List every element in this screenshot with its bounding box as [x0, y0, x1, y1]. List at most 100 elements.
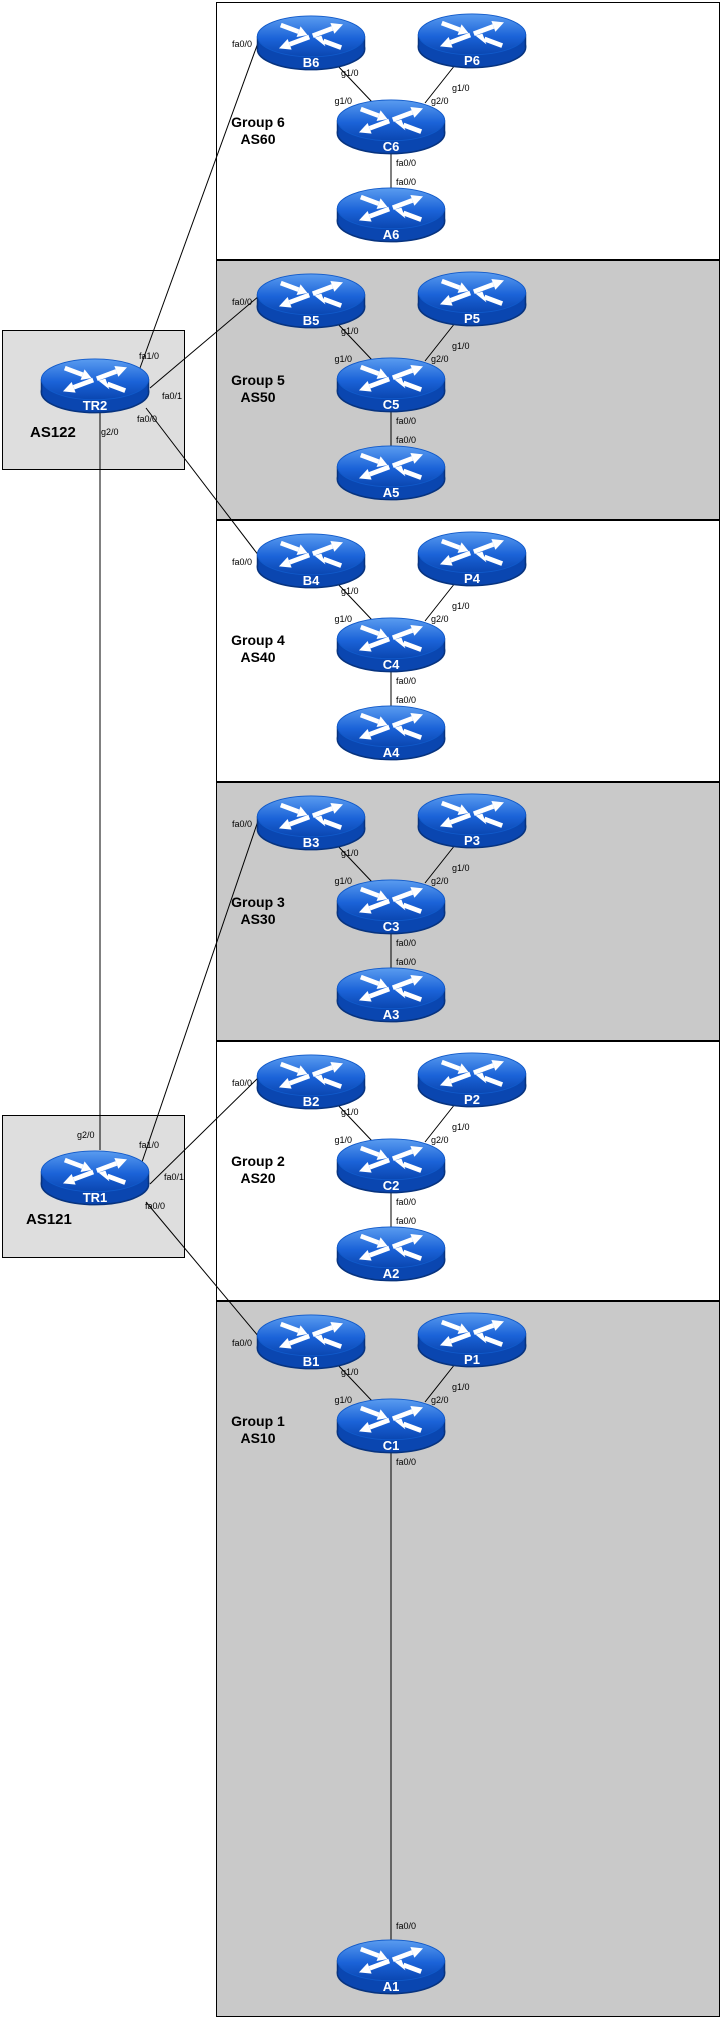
iface-label-c-to-p: g2/0	[431, 96, 449, 106]
iface-label-c-lan: fa0/0	[396, 676, 417, 686]
iface-label-a-uplink: fa0/0	[396, 435, 417, 445]
iface-label-c-lan: fa0/0	[396, 1457, 417, 1467]
router-c5: C5	[334, 356, 448, 414]
iface-label-b-uplink: g1/0	[341, 326, 359, 336]
group-4-label: Group 4 AS40	[210, 632, 306, 666]
router-b6: B6	[254, 14, 368, 72]
iface-label-b-uplink: g1/0	[341, 68, 359, 78]
iface-label-c-to-p: g2/0	[431, 1135, 449, 1145]
router-a2: A2	[334, 1225, 448, 1283]
iface-label-c-lan: fa0/0	[396, 1197, 417, 1207]
iface-label-c-to-p: g2/0	[431, 1395, 449, 1405]
iface-label-b-lan: fa0/0	[231, 1338, 252, 1348]
router-label: B4	[302, 573, 320, 588]
group-name: Group 1	[231, 1413, 285, 1429]
as122-label: AS122	[30, 424, 76, 441]
iface-label-a-uplink: fa0/0	[396, 177, 417, 187]
router-p2: P2	[415, 1051, 529, 1109]
router-b1: B1	[254, 1313, 368, 1371]
router-p4: P4	[415, 530, 529, 588]
router-b3: B3	[254, 794, 368, 852]
iface-label-c-to-p: g2/0	[431, 614, 449, 624]
router-b5: B5	[254, 272, 368, 330]
iface-label-c-to-b: g1/0	[334, 614, 352, 624]
iface-label-b-uplink: g1/0	[341, 848, 359, 858]
router-label: B2	[302, 1094, 320, 1109]
group-name: Group 5	[231, 372, 285, 388]
group-asn: AS50	[240, 389, 276, 405]
group-1-label: Group 1 AS10	[210, 1413, 306, 1447]
iface-label-c-lan: fa0/0	[396, 416, 417, 426]
router-b4: B4	[254, 532, 368, 590]
router-label: C3	[382, 919, 400, 934]
iface-label-c-to-b: g1/0	[334, 1135, 352, 1145]
router-tr1: TR1	[38, 1149, 152, 1207]
iface-label-a-uplink: fa0/0	[396, 695, 417, 705]
group-asn: AS60	[240, 131, 276, 147]
iface-label-c-to-b: g1/0	[334, 876, 352, 886]
group-asn: AS40	[240, 649, 276, 665]
iface-label-tr2-fa0-0: fa0/0	[137, 414, 158, 424]
router-label: P1	[464, 1352, 480, 1367]
group-name: Group 3	[231, 894, 285, 910]
router-label: P4	[464, 571, 480, 586]
router-a6: A6	[334, 186, 448, 244]
iface-label-b-lan: fa0/0	[231, 39, 252, 49]
router-label: B5	[302, 313, 320, 328]
group-5-label: Group 5 AS50	[210, 372, 306, 406]
iface-label-c-to-b: g1/0	[334, 1395, 352, 1405]
router-label: TR1	[82, 1190, 108, 1205]
iface-label-p-uplink: g1/0	[452, 341, 470, 351]
router-p5: P5	[415, 270, 529, 328]
iface-label-b-lan: fa0/0	[231, 819, 252, 829]
iface-label-c-to-p: g2/0	[431, 354, 449, 364]
iface-label-a-uplink: fa0/0	[396, 1216, 417, 1226]
group-asn: AS30	[240, 911, 276, 927]
router-c4: C4	[334, 616, 448, 674]
router-c1: C1	[334, 1397, 448, 1455]
router-label: C5	[382, 397, 400, 412]
router-a1: A1	[334, 1938, 448, 1996]
router-a3: A3	[334, 966, 448, 1024]
iface-label-p-uplink: g1/0	[452, 83, 470, 93]
iface-label-c-lan: fa0/0	[396, 938, 417, 948]
group-name: Group 4	[231, 632, 285, 648]
iface-label-b-lan: fa0/0	[231, 557, 252, 567]
iface-label-b-uplink: g1/0	[341, 1367, 359, 1377]
iface-label-a-uplink: fa0/0	[396, 957, 417, 967]
router-label: A3	[382, 1007, 400, 1022]
iface-label-tr1-g2-0: g2/0	[77, 1130, 95, 1140]
router-label: C2	[382, 1178, 400, 1193]
iface-label-c-lan: fa0/0	[396, 158, 417, 168]
iface-label-p-uplink: g1/0	[452, 601, 470, 611]
iface-label-c-to-p: g2/0	[431, 876, 449, 886]
iface-label-a-uplink: fa0/0	[396, 1921, 417, 1931]
router-tr2: TR2	[38, 357, 152, 415]
router-label: B3	[302, 835, 320, 850]
router-label: A1	[382, 1979, 400, 1994]
group-1-box	[216, 1301, 720, 2017]
iface-label-c-to-b: g1/0	[334, 354, 352, 364]
iface-label-tr1-fa1-0: fa1/0	[139, 1140, 160, 1150]
iface-label-b-lan: fa0/0	[231, 1078, 252, 1088]
router-label: B6	[302, 55, 320, 70]
iface-label-b-uplink: g1/0	[341, 586, 359, 596]
iface-label-c-to-b: g1/0	[334, 96, 352, 106]
iface-label-b-lan: fa0/0	[231, 297, 252, 307]
router-b2: B2	[254, 1053, 368, 1111]
iface-label-tr1-fa0-0: fa0/0	[145, 1201, 166, 1211]
group-6-label: Group 6 AS60	[210, 114, 306, 148]
router-label: TR2	[82, 398, 108, 413]
router-label: P2	[464, 1092, 480, 1107]
iface-label-tr2-fa1-0: fa1/0	[139, 351, 160, 361]
router-p6: P6	[415, 12, 529, 70]
group-asn: AS20	[240, 1170, 276, 1186]
router-label: A2	[382, 1266, 400, 1281]
router-label: C1	[382, 1438, 400, 1453]
router-label: P6	[464, 53, 480, 68]
router-label: C6	[382, 139, 400, 154]
router-label: A6	[382, 227, 400, 242]
group-name: Group 2	[231, 1153, 285, 1169]
iface-label-tr1-fa0-1: fa0/1	[164, 1172, 185, 1182]
